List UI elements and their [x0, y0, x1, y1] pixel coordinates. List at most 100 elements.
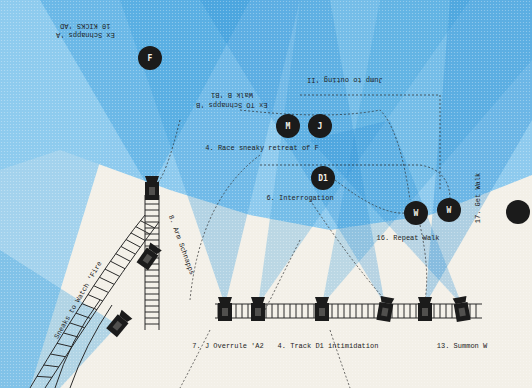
shot-note: Jump to outing 'II: [307, 76, 383, 84]
dashed-path: [300, 95, 440, 96]
character-marker: W: [437, 198, 461, 222]
track-tie: [145, 294, 159, 295]
marker-letter: W: [447, 206, 452, 215]
track-tie: [410, 304, 411, 318]
shot-note: Sneaks to Watch 'Fire: [52, 260, 103, 340]
track-tie: [314, 304, 315, 318]
track-tie: [278, 304, 279, 318]
track-tie: [446, 304, 447, 318]
camera-panel: [149, 187, 155, 195]
camera-lens: [145, 176, 159, 182]
track-tie: [145, 210, 159, 211]
camera-body: [251, 303, 265, 321]
track-tie: [121, 246, 135, 254]
camera-panel: [459, 308, 466, 317]
track-tie: [145, 240, 159, 241]
track-tie: [116, 254, 131, 262]
shot-note: 8. Arm Schnapps: [167, 214, 196, 276]
camera-symbol: [251, 297, 265, 321]
track-tie: [126, 240, 140, 248]
track-tie: [272, 304, 273, 318]
track-tie: [140, 221, 154, 228]
camera-panel: [143, 254, 153, 264]
track-tie: [404, 304, 405, 318]
track-tie: [296, 304, 297, 318]
track-tie: [356, 304, 357, 318]
shot-note: 17. Get Walk: [474, 173, 482, 223]
camera-panel: [381, 308, 388, 317]
dashed-path: [155, 120, 180, 185]
camera-body: [145, 182, 159, 200]
track-tie: [136, 227, 150, 234]
track-tie: [37, 376, 52, 378]
track-tie: [57, 343, 72, 346]
shot-note: 6. Interrogation: [266, 194, 333, 202]
track-tie: [110, 261, 125, 269]
camera-body: [218, 303, 232, 321]
shot-note: 16. Repeat Walk: [376, 234, 439, 242]
dashed-path: [440, 95, 441, 190]
track-tie: [452, 304, 453, 318]
shot-note: 4. Track D1 intimidation: [278, 342, 379, 350]
character-marker: W: [404, 201, 428, 225]
shot-note: 13. Summon W: [437, 342, 487, 350]
track-tie: [145, 318, 159, 319]
shot-note: Ex Schnapps 'A: [56, 31, 115, 39]
camera-panel: [112, 321, 122, 331]
marker-letter: F: [148, 54, 153, 63]
track-tie: [145, 324, 159, 325]
character-marker: [506, 200, 530, 224]
track-tie: [145, 204, 159, 205]
camera-lens: [218, 297, 232, 303]
shot-note: 7. J Overrule 'A2: [192, 342, 263, 350]
rail: [159, 195, 160, 330]
marker-letter: D1: [318, 174, 328, 183]
camera-lens: [453, 296, 468, 304]
camera-lens: [251, 297, 265, 303]
track-tie: [70, 323, 85, 328]
track-tie: [332, 304, 333, 318]
track-tie: [88, 295, 103, 301]
shot-note: 10 KICKS 'AD: [60, 22, 110, 30]
track-tie: [145, 222, 159, 223]
track-tie: [440, 304, 441, 318]
track-tie: [266, 304, 267, 318]
shot-note: Walk B 'B1: [211, 91, 253, 99]
camera-panel: [422, 308, 428, 316]
camera-panel: [255, 308, 261, 316]
marker-letter: M: [286, 122, 291, 131]
track-tie: [374, 304, 375, 318]
marker-letter: J: [318, 122, 323, 131]
track-tie: [350, 304, 351, 318]
camera-body: [454, 302, 471, 322]
dashed-path: [310, 200, 385, 300]
shot-note: Ex TO Schnapps 'B: [196, 101, 267, 109]
track-tie: [476, 304, 477, 318]
track-tie: [344, 304, 345, 318]
movement-paths: [155, 95, 450, 388]
camera-body: [418, 303, 432, 321]
shot-note: 4. Race sneaky retreat of F: [205, 144, 318, 152]
rail: [45, 222, 159, 388]
track-tie: [302, 304, 303, 318]
character-marker: F: [138, 46, 162, 70]
track-tie: [44, 365, 59, 367]
track-tie: [398, 304, 399, 318]
dashed-path: [260, 240, 300, 320]
camera-lens: [418, 297, 432, 303]
track-tie: [236, 304, 237, 318]
track-tie: [145, 282, 159, 283]
camera-body: [376, 302, 393, 322]
dashed-path: [180, 330, 210, 388]
track-tie: [131, 233, 145, 241]
camera-lens: [379, 296, 394, 304]
camera-symbol: [453, 296, 471, 322]
camera-lens: [147, 243, 162, 256]
track-tie: [94, 286, 109, 293]
track-tie: [63, 333, 78, 337]
track-tie: [76, 313, 91, 318]
camera-symbol: [137, 243, 162, 271]
